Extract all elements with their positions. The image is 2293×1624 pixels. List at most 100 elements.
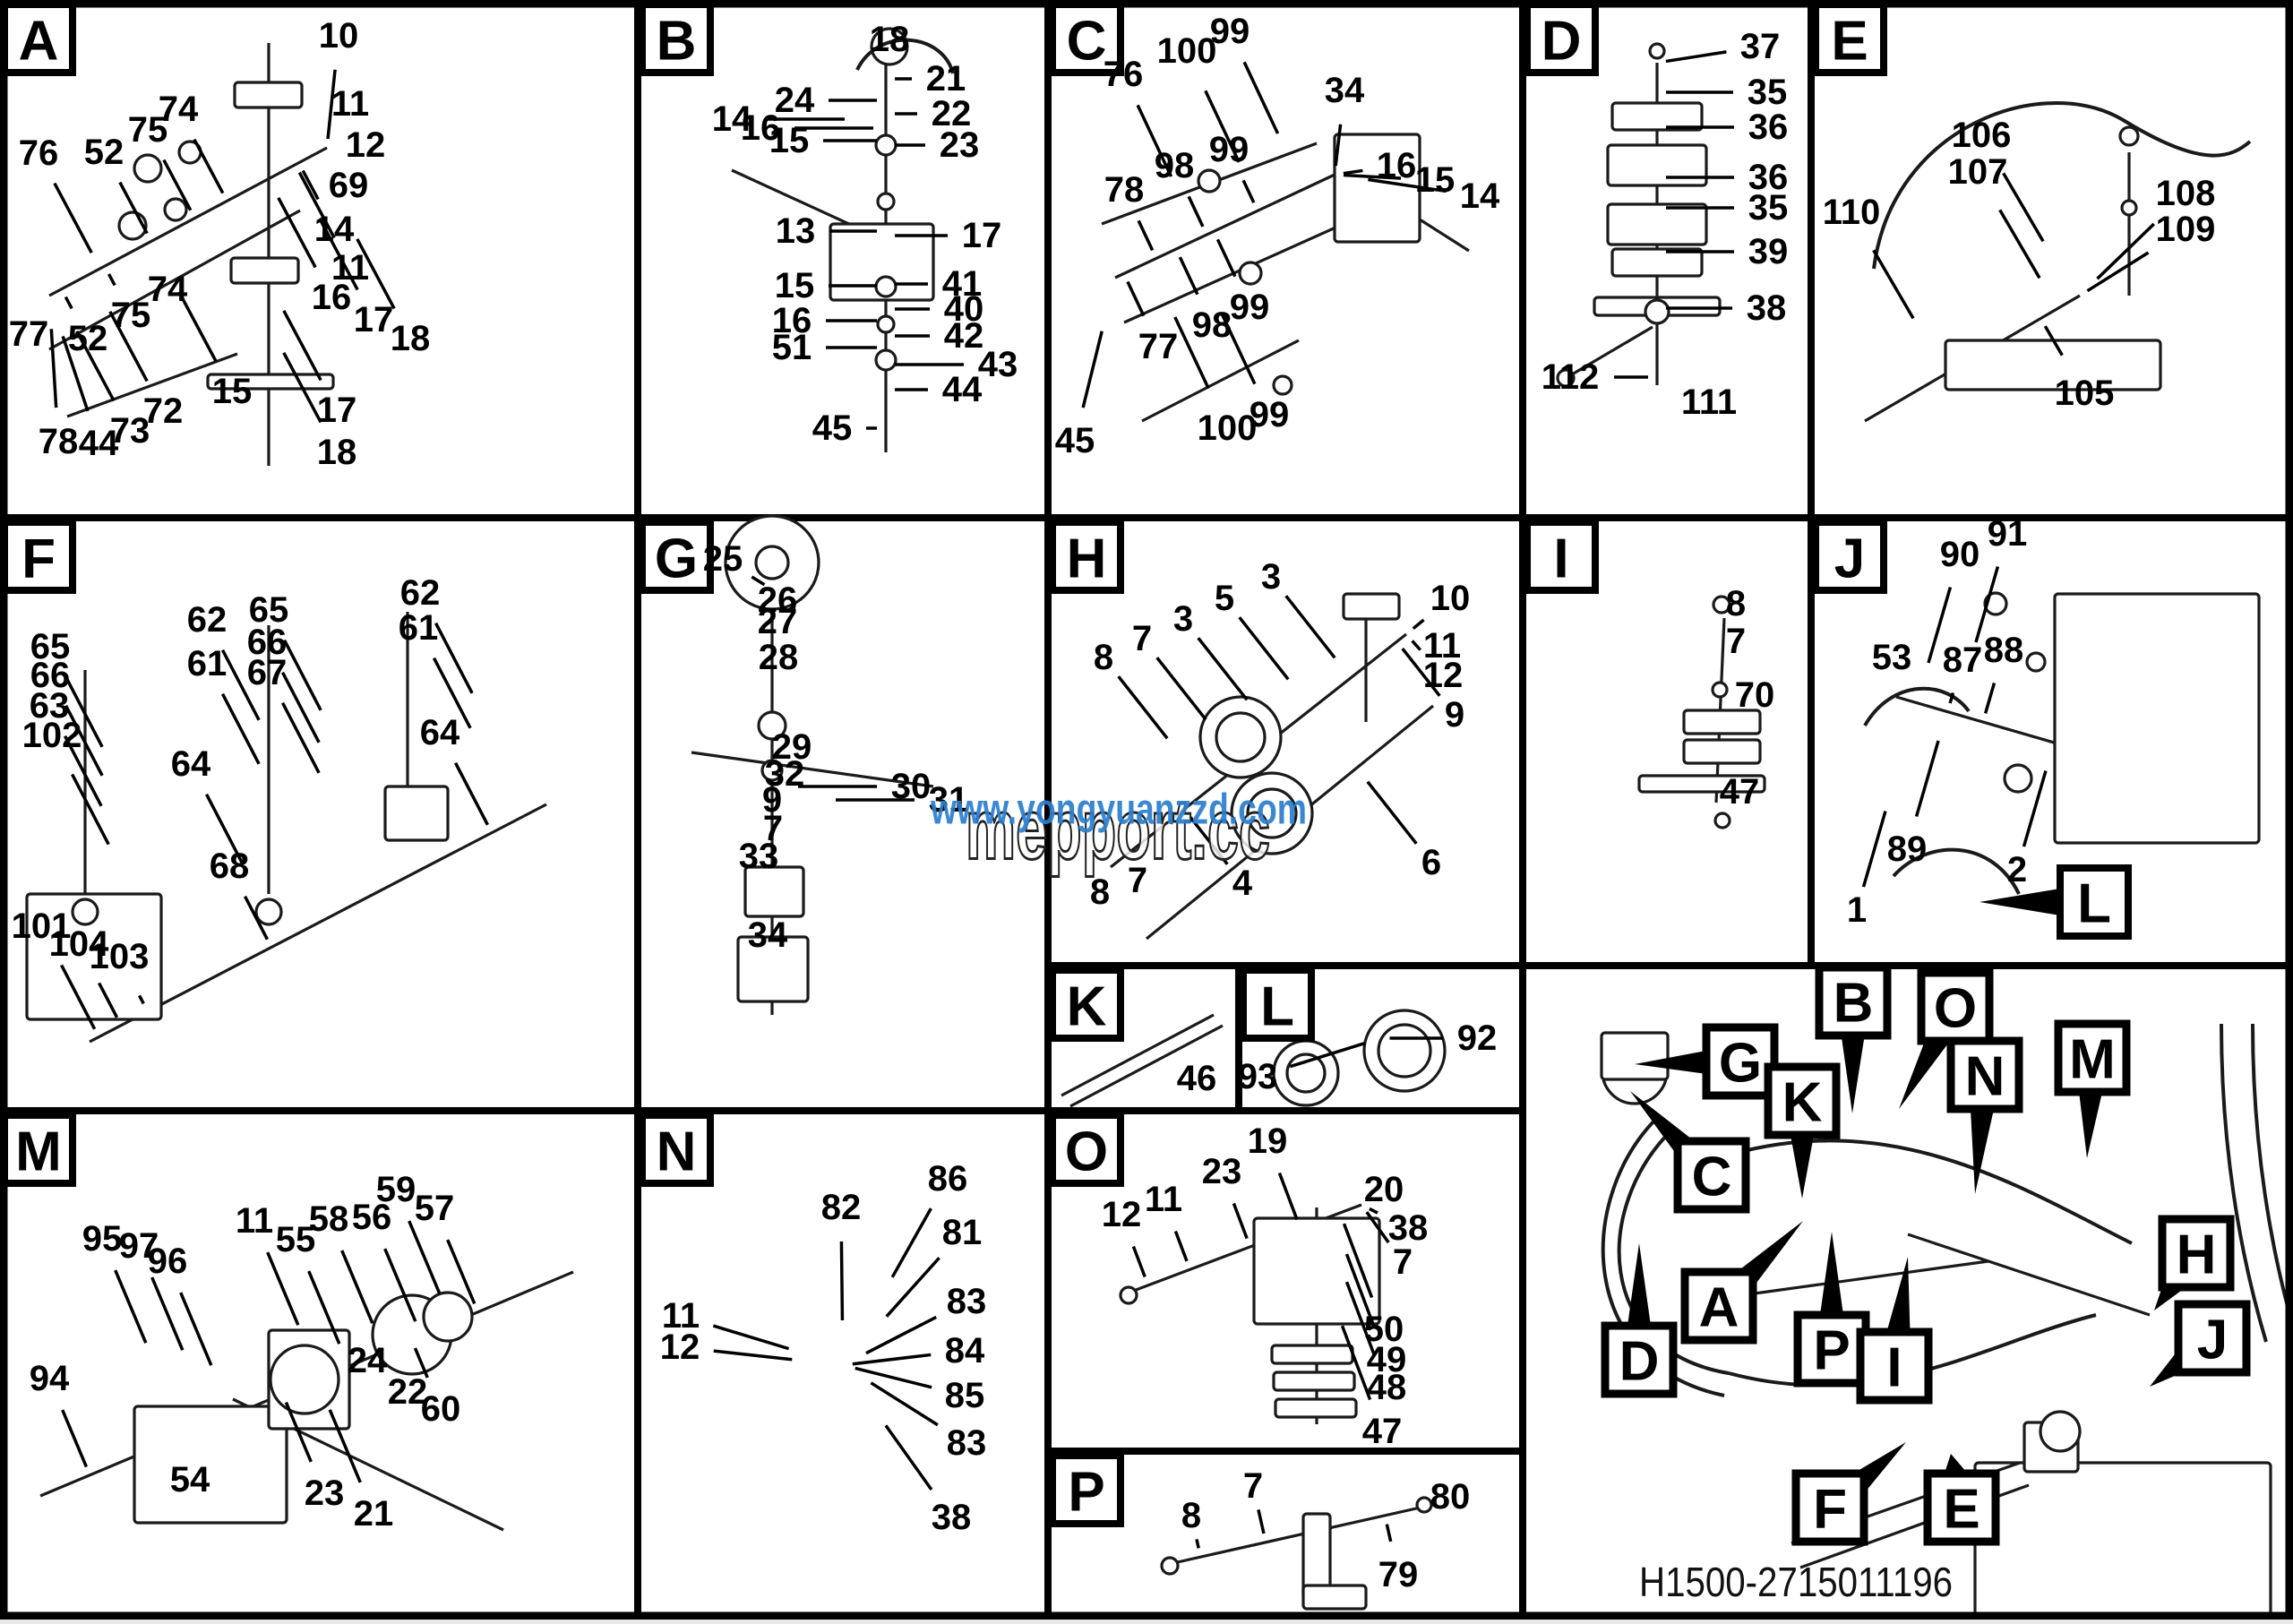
callout-A-72: 72 [143,391,184,431]
leader-line [1983,683,1997,714]
part-circle [1160,1556,1180,1576]
callout-H-11: 11 [1423,626,1461,666]
callout-F-102: 102 [22,716,82,755]
part-rect [1944,339,2162,391]
panel-N-border [634,1107,1052,1623]
callout-H-9: 9 [1445,695,1464,735]
callout-G-32: 32 [765,754,805,794]
callout-E-108: 108 [2156,174,2216,213]
panel-L-letter-box [1240,967,1315,1042]
part-circle [2118,125,2140,147]
callout-H-8: 8 [1094,638,1113,677]
part-line [48,146,328,297]
part-rect [1973,1461,2272,1624]
callout-K-46: 46 [1177,1059,1217,1098]
callout-H-10: 10 [1430,579,1471,618]
part-rect [829,222,935,302]
part-circle [2003,763,2033,794]
callout-G-27: 27 [758,602,798,641]
callout-C-99: 99 [1230,288,1270,327]
callout-P-80: 80 [1430,1477,1471,1517]
part-circle [1272,374,1293,396]
callout-A-73: 73 [110,411,150,451]
leader-line [282,309,322,382]
callout-M-23: 23 [305,1474,345,1513]
callout-C-99: 99 [1210,12,1250,51]
leader-line [1178,256,1199,296]
part-rect [1682,738,1762,765]
callout-A-44: 44 [79,424,119,463]
assembly-label-N: N [1965,1046,2005,1108]
leader-line [1927,587,1953,664]
assembly-label-box-A [1680,1267,1757,1345]
callout-B-18: 18 [870,20,910,59]
leader-line [1136,104,1173,177]
callout-P-8: 8 [1181,1496,1201,1535]
callout-O-19: 19 [1248,1121,1288,1161]
callout-G-30: 30 [891,767,932,806]
callout-A-74: 74 [159,90,199,129]
panel-B-letter-box [639,1,714,76]
panel-I-letter: I [1553,528,1568,590]
callout-O-47: 47 [1362,1412,1403,1451]
leader-line [839,1241,845,1321]
callout-B-44: 44 [942,370,983,409]
panel-A-letter: A [19,11,59,73]
part-line [1172,1505,1425,1565]
panel-P-letter-box [1049,1452,1124,1527]
part-circle [2120,199,2138,217]
panel-H-letter-box [1049,519,1124,594]
callout-O-7: 7 [1393,1242,1413,1282]
leader-line [118,181,149,235]
part-hose [1892,847,2021,895]
leader-line [1137,219,1155,252]
part-rect [1610,247,1704,278]
leader-line [1411,640,1422,651]
assembly-label-C: C [1692,1147,1732,1208]
panel-D [1519,0,1815,521]
callout-F-63: 63 [30,686,70,726]
leader-line [1117,675,1169,740]
panel-J-letter: J [1834,528,1865,590]
part-line [1061,1013,1215,1097]
leader-line [266,1251,300,1326]
part-line [89,803,547,1044]
leader-line [64,704,104,777]
assembly-pointer-O [1899,1030,1949,1109]
assembly-label-box-F [1791,1469,1868,1546]
part-circle [269,1344,340,1415]
panel-E-letter: E [1831,11,1868,73]
callout-C-100: 100 [1157,31,1217,71]
callout-N-38: 38 [932,1498,972,1537]
leader-line [220,649,261,721]
callout-I-70: 70 [1735,675,1775,715]
part-rect [1301,1584,1368,1611]
leader-line [713,1349,793,1362]
callout-M-97: 97 [119,1226,159,1266]
callout-O-12: 12 [1102,1195,1142,1234]
leader-line [1365,1211,1390,1244]
callout-B-42: 42 [944,316,984,356]
part-circle [1648,42,1666,60]
panel-G-border [634,514,1052,1114]
part-line [691,751,934,788]
leader-line [885,1257,940,1318]
callout-G-26: 26 [758,580,798,620]
callout-J-1: 1 [1847,890,1867,930]
part-rect [2053,592,2261,845]
assembly-label-box-K [1764,1062,1841,1139]
callout-N-85: 85 [945,1376,985,1415]
panel-J-letter-box [1812,519,1887,594]
leader-line [340,1250,374,1324]
assembly-pointer-M [2078,1091,2102,1158]
panel-O [1044,1107,1526,1455]
callout-B-13: 13 [776,211,816,251]
part-rect [1252,1216,1381,1326]
callout-H-6: 6 [1421,843,1441,882]
part-line [1571,325,1653,376]
assembly-pointer-G [1635,1050,1707,1074]
leader-line [1126,280,1146,317]
callout-F-64: 64 [171,744,211,784]
part-rect [229,256,300,285]
callout-L-92: 92 [1457,1018,1498,1058]
